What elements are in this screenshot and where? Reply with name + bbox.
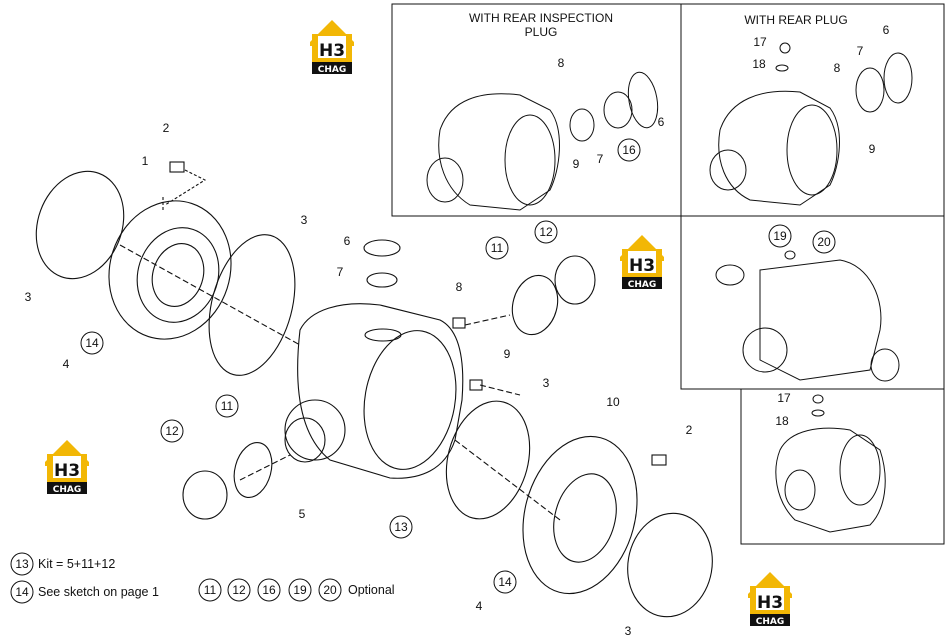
logo-mark: H3 [757,593,783,613]
bush-12-right [554,255,596,305]
callout-7-inset2: 7 [857,44,864,58]
note-sketch-number: 14 [15,585,29,599]
logo-bottom-right: H3 CHAG [748,572,792,627]
callout-6: 6 [344,234,351,248]
cover-left [108,200,232,340]
callout-12b: 12 [165,424,179,438]
cap-7 [366,272,398,288]
inset-rear-inspection-drawing [426,71,659,211]
circled-callout-labels: 14 11 12 11 12 13 14 16 19 20 [85,143,831,589]
callout-6-inset2: 6 [883,23,890,37]
callout-3c: 3 [543,376,550,390]
callout-5: 5 [299,507,306,521]
note-kit-text: Kit = 5+11+12 [38,557,115,571]
callout-7-inset1: 7 [597,152,604,166]
callout-7: 7 [337,265,344,279]
bush-12-left [182,470,228,520]
callout-16: 16 [622,143,636,157]
callout-4b: 4 [476,599,483,613]
note-sketch-text: See sketch on page 1 [38,585,159,599]
plug-8 [452,317,466,329]
o-ring-left [35,170,125,280]
notes: 13 Kit = 5+11+12 14 See sketch on page 1… [15,557,394,599]
inset-title-rear-inspection-2: PLUG [525,25,558,39]
logo-mark: H3 [54,461,80,481]
callout-17-inset2: 17 [753,35,767,49]
logo-mark: H3 [629,256,655,276]
logo-left: H3 CHAG [45,440,89,495]
callout-3a: 3 [25,290,32,304]
logo-mark: H3 [319,41,345,61]
logo-word: CHAG [318,65,347,75]
bolt-2-left [169,161,185,173]
logo-word: CHAG [53,485,82,495]
note-optional-text: Optional [348,583,395,597]
callout-18-inset2: 18 [752,57,766,71]
callout-9: 9 [504,347,511,361]
callout-11b: 11 [221,399,234,413]
bolt-2-right [651,454,667,466]
inset-frames [391,3,945,545]
optional-number: 19 [293,583,307,597]
inset-optional-drawing [715,250,900,382]
note-kit-number: 13 [15,557,29,571]
circled-callouts [10,138,836,604]
inset-rear-plug-drawing [709,42,913,206]
callout-2a: 2 [163,121,170,135]
callout-11a: 11 [491,241,504,255]
optional-number: 11 [204,583,217,597]
callout-labels: 2 1 3 4 3 6 7 8 9 3 10 2 5 4 3 8 9 7 6 1… [25,23,890,638]
callout-2b: 2 [686,423,693,437]
callout-12a: 12 [539,225,553,239]
logo-top: H3 CHAG [310,20,354,75]
callout-8-inset2: 8 [834,61,841,75]
callout-18-inset4: 18 [775,414,789,428]
o-ring-right [445,400,531,520]
cover-right [522,435,638,595]
callout-8-inset1: 8 [558,56,565,70]
cap-7-inset [569,108,595,142]
inset-plug-drawing [775,394,886,533]
callout-14b: 14 [498,575,512,589]
callout-8: 8 [456,280,463,294]
callout-4a: 4 [63,357,70,371]
main-exploded-view [35,161,713,618]
seal-11-left [233,442,273,498]
logo-word: CHAG [628,280,657,290]
callout-13: 13 [394,520,408,534]
inset-title-rear-inspection-1: WITH REAR INSPECTION [469,11,613,25]
callout-6-inset1: 6 [658,115,665,129]
callout-9-inset1: 9 [573,157,580,171]
callout-1: 1 [142,154,149,168]
callout-17-inset4: 17 [777,391,791,405]
seal-11-right [511,274,559,336]
o-ring-bottom [627,512,713,618]
o-ring-mid [208,234,296,376]
callout-19: 19 [773,229,787,243]
inset-title-rear-plug: WITH REAR PLUG [744,13,847,27]
logo-word: CHAG [756,617,785,627]
callout-3b: 3 [301,213,308,227]
optional-number: 16 [262,583,276,597]
callout-10: 10 [606,395,620,409]
main-housing [297,303,464,479]
ring-6 [363,239,401,257]
callout-20: 20 [817,235,831,249]
optional-number: 12 [232,583,246,597]
callout-3d: 3 [625,624,632,638]
optional-number: 20 [323,583,337,597]
callout-14a: 14 [85,336,99,350]
callout-9-inset2: 9 [869,142,876,156]
logo-middle: H3 CHAG [620,235,664,290]
